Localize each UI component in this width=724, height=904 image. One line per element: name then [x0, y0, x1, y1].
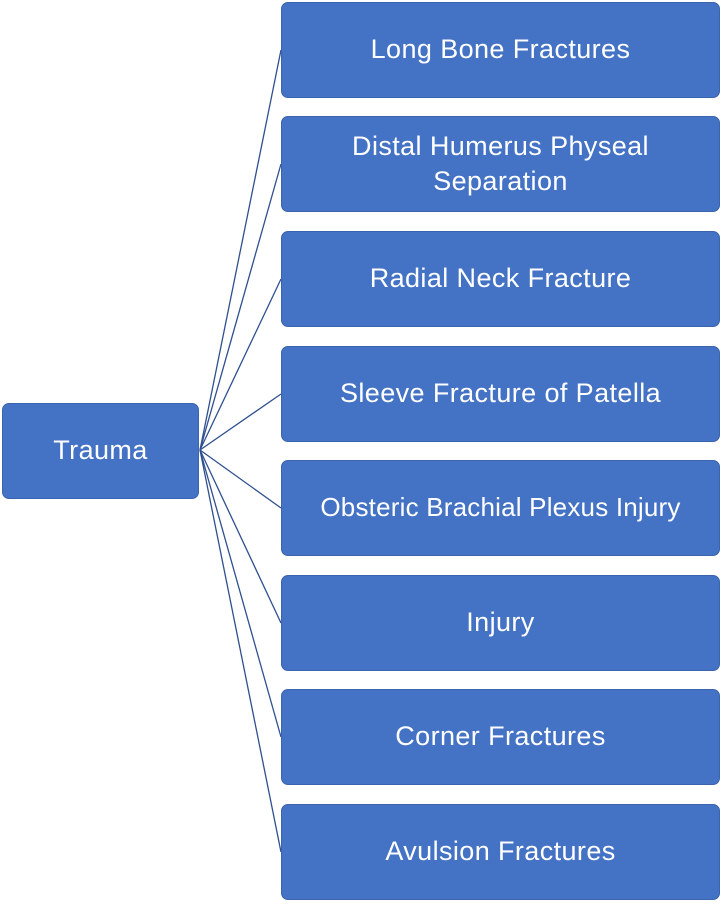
root-node-label: Trauma [53, 435, 148, 466]
child-node-sleeve-fracture-of-patella: Sleeve Fracture of Patella [281, 346, 720, 442]
child-node-injury: Injury [281, 575, 720, 671]
child-node-corner-fractures: Corner Fractures [281, 689, 720, 785]
child-node-label: Avulsion Fractures [385, 836, 616, 867]
connector-line [199, 449, 282, 853]
connector-line [199, 449, 282, 509]
connector-line [199, 449, 282, 738]
connector-line [199, 393, 282, 451]
child-node-long-bone-fractures: Long Bone Fractures [281, 2, 720, 98]
child-node-label: Injury [466, 607, 535, 638]
child-node-distal-humerus-physeal-separation: Distal Humerus Physeal Separation [281, 116, 720, 212]
connector-line [199, 449, 282, 624]
child-node-avulsion-fractures: Avulsion Fractures [281, 804, 720, 900]
child-node-label: Distal Humerus Physeal Separation [352, 130, 649, 196]
child-node-label: Corner Fractures [395, 721, 606, 752]
connector-line [199, 278, 282, 451]
child-node-label: Obsteric Brachial Plexus Injury [320, 492, 681, 523]
connector-line [199, 49, 282, 451]
child-node-label: Radial Neck Fracture [369, 263, 632, 294]
child-node-radial-neck-fracture: Radial Neck Fracture [281, 231, 720, 327]
child-node-obsteric-brachial-plexus-injury: Obsteric Brachial Plexus Injury [281, 460, 720, 556]
root-node-trauma: Trauma [2, 403, 199, 499]
child-node-label: Long Bone Fractures [370, 34, 631, 65]
child-node-label: Sleeve Fracture of Patella [339, 378, 662, 409]
connector-line [199, 163, 282, 451]
